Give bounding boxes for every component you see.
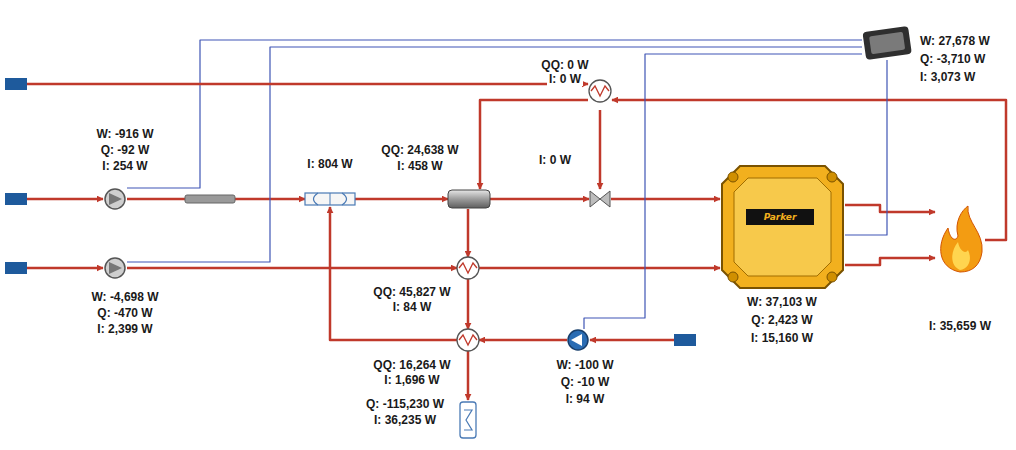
compressor-symbol — [105, 189, 125, 278]
flame-icon — [941, 206, 982, 272]
mixing-valve: I: 0 W — [589, 189, 611, 209]
value-label: W: 27,678 W — [918, 34, 992, 48]
value-label: I: 3,073 W — [918, 70, 977, 84]
control-signal — [845, 60, 887, 235]
value-label: QQ: 24,638 W — [379, 143, 460, 157]
value-label: I: 15,160 W — [749, 331, 815, 345]
valve-symbol — [590, 191, 610, 207]
value-label: QQ: 0 W — [539, 58, 590, 72]
flow-pipe — [490, 198, 589, 201]
heat-exchanger: QQ: 0 WI: 0 W — [588, 72, 612, 110]
pump: W: -100 WQ: -10 WI: 94 W — [567, 329, 589, 351]
value-label: QQ: 45,827 W — [371, 285, 452, 299]
value-label: Q: 2,423 W — [749, 313, 814, 327]
compressor: W: -916 WQ: -92 WI: 254 W — [103, 186, 127, 212]
flow-pipe — [467, 279, 470, 329]
value-label: I: 84 W — [391, 300, 434, 314]
value-label: W: -4,698 W — [89, 290, 160, 304]
value-label: W: -100 W — [554, 358, 615, 372]
cooler-symbol — [460, 402, 476, 438]
fuel-cell: ParkerW: 37,103 WQ: 2,423 WI: 15,160 W — [720, 160, 845, 290]
control-signal — [584, 54, 862, 329]
pump-symbol — [568, 330, 588, 350]
value-label: I: 804 W — [305, 157, 354, 171]
reformer: QQ: 24,638 WI: 458 W — [448, 189, 490, 209]
value-label: I: 35,659 W — [927, 319, 993, 333]
value-label: QQ: 16,264 W — [371, 358, 452, 372]
value-label: Q: -3,710 W — [918, 52, 987, 66]
controller-icon — [862, 26, 911, 60]
value-label: I: 254 W — [100, 159, 149, 173]
flow-pipe — [611, 198, 720, 201]
value-label: I: 36,235 W — [372, 413, 438, 427]
compressor: W: -4,698 WQ: -470 WI: 2,399 W — [103, 255, 127, 281]
brand-label: Parker — [761, 211, 800, 223]
recuperator-symbol — [305, 193, 355, 205]
inlet-terminal — [5, 78, 696, 346]
controller: W: 27,678 WQ: -3,710 WI: 3,073 W — [862, 24, 912, 60]
feed-line — [27, 84, 674, 340]
heat-exchanger: QQ: 45,827 WI: 84 W — [457, 257, 479, 279]
value-label: Q: -115,230 W — [364, 397, 446, 411]
value-label: I: 1,696 W — [382, 373, 441, 387]
value-label: I: 2,399 W — [95, 322, 154, 336]
value-label: I: 458 W — [395, 159, 444, 173]
flow-pipe — [330, 207, 457, 340]
recuperator: I: 804 W — [305, 191, 355, 207]
pipe-segment — [185, 195, 235, 203]
flow-pipe — [480, 100, 588, 189]
flow-pipe — [479, 267, 720, 270]
value-label: W: -916 W — [94, 127, 155, 141]
fuel-cell-illustration — [722, 166, 843, 288]
heat-exchanger: QQ: 16,264 WI: 1,696 W — [457, 329, 479, 351]
heat-exchanger-symbol — [457, 80, 611, 351]
value-label: Q: -470 W — [95, 306, 154, 320]
flow-pipe — [355, 198, 448, 201]
flow-pipe — [467, 351, 470, 400]
flow-pipe — [127, 267, 457, 270]
flow-pipe — [845, 258, 935, 265]
cooler: Q: -115,230 WI: 36,235 W — [458, 400, 478, 440]
reformer-symbol — [448, 190, 490, 208]
burner: I: 35,659 W — [935, 205, 985, 275]
value-label: Q: -10 W — [559, 375, 612, 389]
flow-pipe — [599, 110, 602, 189]
flow-pipe — [467, 209, 470, 257]
value-label: I: 94 W — [564, 392, 607, 406]
value-label: Q: -92 W — [99, 143, 152, 157]
flow-pipe — [479, 339, 567, 342]
value-label: W: 37,103 W — [745, 295, 819, 309]
value-label: I: 0 W — [547, 72, 583, 86]
flow-pipe — [845, 205, 935, 212]
value-label: I: 0 W — [537, 153, 573, 167]
